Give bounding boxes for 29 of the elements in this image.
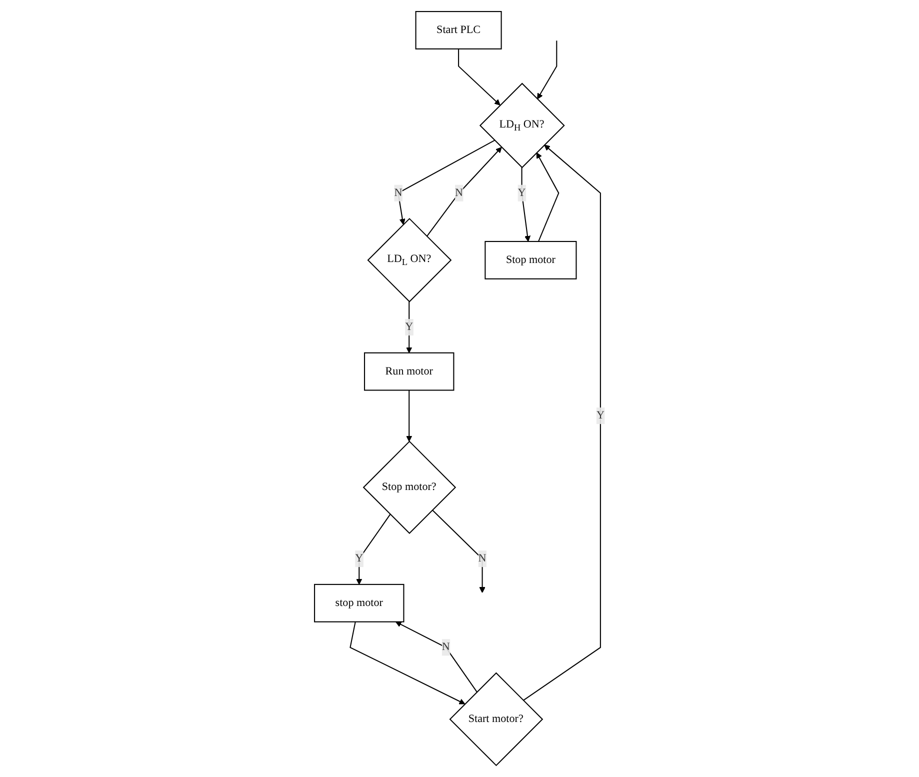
- edge-label: N: [454, 186, 463, 199]
- node-box: stop motor: [314, 584, 404, 622]
- edge-label: Y: [596, 410, 604, 422]
- edge-label: N: [478, 552, 486, 564]
- node-diamond: LD$_{L}$ ON?: [367, 218, 452, 302]
- edge-label: Y: [355, 552, 364, 564]
- arrow: [406, 390, 412, 442]
- arrow: [356, 514, 391, 585]
- node-box: Run motor: [364, 352, 454, 391]
- arrow: [426, 147, 502, 237]
- arrow: [537, 40, 558, 100]
- arrow: [395, 622, 478, 692]
- edge-label: Y: [518, 186, 526, 199]
- arrow: [350, 622, 466, 704]
- arrow: [406, 302, 412, 354]
- arrow: [521, 168, 531, 242]
- arrow: [398, 140, 495, 225]
- arrow: [432, 510, 486, 594]
- node-diamond: Start motor?: [449, 672, 544, 766]
- edge-label: N: [442, 641, 450, 653]
- edge-label: Y: [405, 321, 414, 333]
- arrow: [458, 48, 500, 106]
- edge-label: N: [394, 186, 402, 199]
- arrow: [536, 152, 560, 242]
- node-diamond: LD$_{H}$ ON?: [479, 82, 565, 168]
- node-box: Stop motor: [484, 240, 577, 280]
- arrow: [522, 144, 601, 701]
- node-box: Start PLC: [415, 11, 502, 50]
- node-diamond: Stop motor?: [362, 440, 456, 534]
